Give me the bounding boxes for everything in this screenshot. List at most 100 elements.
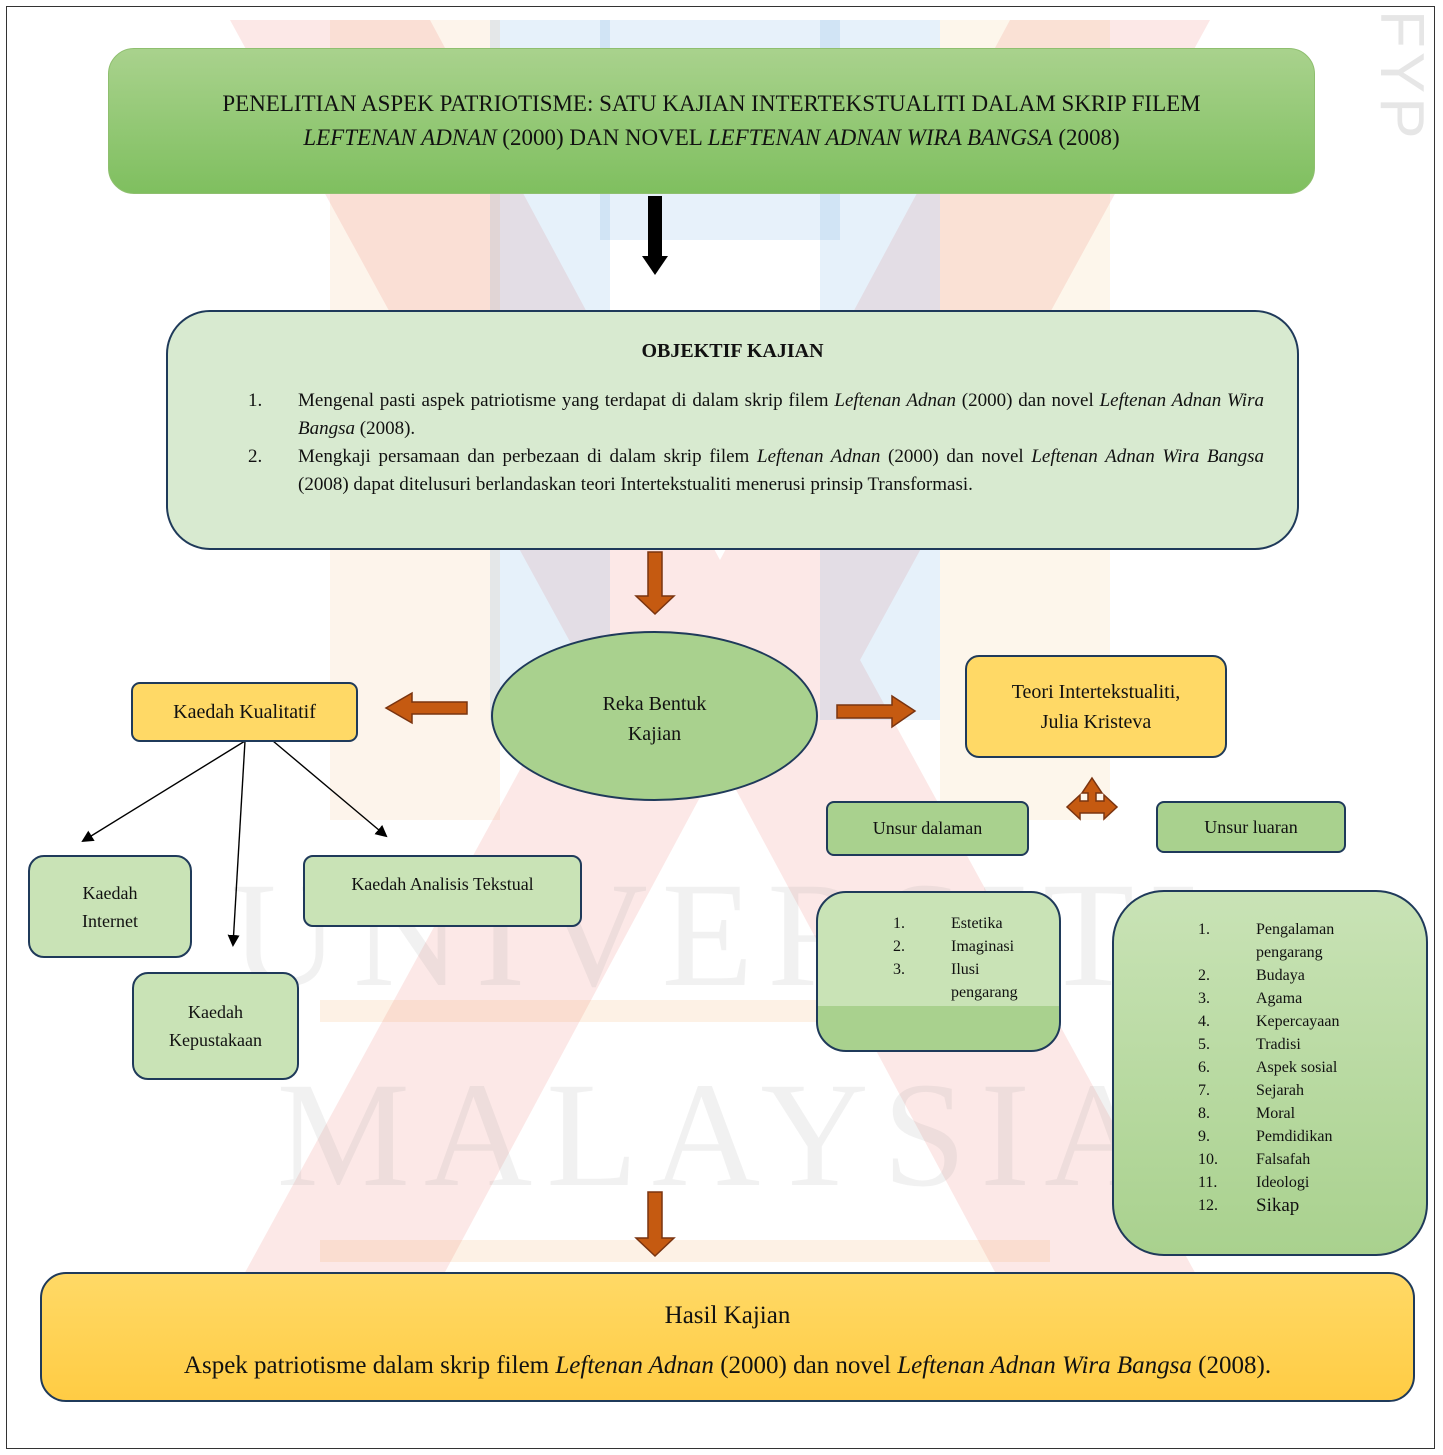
arrow-reka-to-teori — [836, 694, 917, 729]
list-item-text: Pemdidikan — [1256, 1128, 1333, 1145]
objektif-item-text: (2000) dan novel — [880, 446, 1032, 467]
arrow-to-analisis — [272, 740, 388, 838]
kaedah-kualitatif-box: Kaedah Kualitatif — [131, 682, 358, 742]
hasil-text-part: (2008). — [1191, 1352, 1272, 1379]
unsur-dalaman-box: Unsur dalaman — [826, 801, 1029, 856]
objektif-item-number: 1. — [248, 390, 263, 411]
list-item-number: 1. — [893, 915, 905, 932]
list-item-number: 2. — [893, 938, 905, 955]
list-item: 4. Kepercayaan — [1198, 1010, 1408, 1033]
list-item: 7. Sejarah — [1198, 1079, 1408, 1102]
objektif-item-text: (2008) dapat ditelusuri berlandaskan teo… — [298, 474, 973, 495]
unsur-luaran-label: Unsur luaran — [1204, 816, 1298, 837]
list-item: 11.Ideologi — [1198, 1171, 1408, 1194]
list-item: 3. Agama — [1198, 987, 1408, 1010]
diagram-frame — [6, 6, 1435, 1449]
list-item-number: 2. — [1198, 967, 1210, 984]
title-line-2: LEFTENAN ADNAN (2000) DAN NOVEL LEFTENAN… — [303, 121, 1119, 155]
objektif-item-text: Mengenal pasti aspek patriotisme yang te… — [298, 390, 835, 411]
list-item: 8. Moral — [1198, 1102, 1408, 1125]
reka-bentuk-ellipse: Reka Bentuk Kajian — [491, 631, 818, 801]
list-item: 6.Aspek sosial — [1198, 1056, 1408, 1079]
list-item-number: 10. — [1198, 1151, 1218, 1168]
title-connector: (2000) DAN NOVEL — [496, 125, 708, 150]
list-item: 5.Tradisi — [1198, 1033, 1408, 1056]
hasil-heading: Hasil Kajian — [664, 1302, 791, 1329]
unsur-luaran-list: 1.Pengalaman pengarang 2.Budaya 3.Agama … — [1198, 918, 1408, 1217]
arrow-to-hasil — [634, 1191, 676, 1258]
list-item-text: Aspek sosial — [1256, 1059, 1338, 1076]
objektif-box: OBJEKTIF KAJIAN 1. Mengenal pasti aspek p… — [166, 310, 1299, 550]
list-item-text: Sikap — [1256, 1195, 1300, 1216]
list-item-number: 4. — [1198, 1013, 1210, 1030]
list-item-number: 8. — [1198, 1105, 1210, 1122]
kaedah-kepustakaan-line-1: Kaedah — [188, 1002, 243, 1022]
list-item-number: 5. — [1198, 1036, 1210, 1053]
arrow-title-to-objektif — [642, 196, 668, 275]
arrow-to-kepustakaan — [227, 740, 246, 947]
title-film-name: LEFTENAN ADNAN — [303, 125, 497, 150]
arrow-to-internet — [81, 740, 246, 843]
list-item-text: Sejarah — [1256, 1082, 1304, 1099]
title-novel-name: LEFTENAN ADNAN WIRA BANGSA — [707, 125, 1053, 150]
list-item: 3.Ilusi pengarang — [893, 958, 1043, 1004]
list-item: 1. Estetika — [893, 912, 1043, 935]
kaedah-internet-line-2: Internet — [82, 910, 138, 931]
unsur-dalaman-list-box: 1. Estetika 2.Imaginasi 3.Ilusi pengarang — [816, 891, 1061, 1052]
arrow-three-way — [1065, 776, 1119, 821]
list-item-text: Agama — [1256, 990, 1303, 1007]
hasil-text: Aspek patriotisme dalam skrip filem Left… — [42, 1352, 1413, 1380]
objektif-item-text: (2008). — [355, 418, 416, 439]
objektif-item: 1. Mengenal pasti aspek patriotisme yang … — [248, 387, 1264, 443]
list-item-number: 3. — [1198, 990, 1210, 1007]
kaedah-internet-line-1: Kaedah — [82, 882, 138, 903]
unsur-dalaman-list: 1. Estetika 2.Imaginasi 3.Ilusi pengarang — [893, 912, 1043, 1004]
teori-line-1: Teori Intertekstualiti, — [1011, 680, 1181, 703]
list-item-text: Falsafah — [1256, 1151, 1311, 1168]
objektif-item-number: 2. — [248, 446, 263, 467]
kaedah-analisis-box: Kaedah Analisis Tekstual — [303, 855, 582, 927]
teori-line-2: Julia Kristeva — [1040, 710, 1152, 733]
list-item: 9. Pemdidikan — [1198, 1125, 1408, 1148]
hasil-kajian-box: Hasil Kajian Aspek patriotisme dalam skr… — [40, 1272, 1415, 1402]
arrow-reka-to-kualitatif — [384, 691, 468, 725]
unsur-luaran-box: Unsur luaran — [1156, 801, 1346, 853]
objektif-list: 1. Mengenal pasti aspek patriotisme yang … — [248, 387, 1264, 499]
list-item-text: Pengalaman pengarang — [1256, 921, 1335, 961]
kaedah-kepustakaan-line-2: Kepustakaan — [169, 1030, 262, 1050]
title-year: (2008) — [1052, 125, 1120, 150]
objektif-item-film: Leftenan Adnan — [834, 390, 956, 411]
list-item-number: 7. — [1198, 1082, 1210, 1099]
hasil-novel-name: Leftenan Adnan Wira Bangsa — [897, 1352, 1192, 1379]
kaedah-kepustakaan-box: Kaedah Kepustakaan — [132, 972, 299, 1080]
kaedah-internet-box: Kaedah Internet — [28, 855, 192, 958]
list-item-number: 12. — [1198, 1197, 1218, 1214]
objektif-item-text: Mengkaji persamaan dan perbezaan di dala… — [298, 446, 757, 467]
objektif-item: 2. Mengkaji persamaan dan perbezaan di da… — [248, 443, 1264, 499]
hasil-film-name: Leftenan Adnan — [555, 1352, 714, 1379]
objektif-item-text: (2000) dan novel — [955, 390, 1100, 411]
list-item: 1. Pengalaman pengarang — [1198, 918, 1408, 964]
list-item-text: Moral — [1256, 1105, 1296, 1122]
objektif-heading: OBJEKTIF KAJIAN — [641, 340, 824, 362]
reka-bentuk-line-2: Kajian — [627, 723, 682, 745]
unsur-luaran-list-box: 1.Pengalaman pengarang 2.Budaya 3.Agama … — [1112, 890, 1428, 1256]
list-item: 2. Budaya — [1198, 964, 1408, 987]
list-item-text: Kepercayaan — [1256, 1013, 1340, 1030]
list-item: 2.Imaginasi — [893, 935, 1043, 958]
list-item-text: Budaya — [1256, 967, 1305, 984]
objektif-item-film: Leftenan Adnan — [757, 446, 881, 467]
list-item: 12. Sikap — [1198, 1194, 1408, 1217]
arrow-objektif-to-reka — [634, 551, 676, 616]
list-item-text: Ilusi pengarang — [951, 961, 1018, 1001]
list-item-number: 1. — [1198, 921, 1210, 938]
kaedah-analisis-label: Kaedah Analisis Tekstual — [351, 874, 534, 894]
objektif-item-novel: Leftenan Adnan Wira Bangsa — [1031, 446, 1264, 467]
list-item-text: Ideologi — [1256, 1174, 1310, 1191]
list-item-number: 9. — [1198, 1128, 1210, 1145]
hasil-text-part: (2000) dan novel — [713, 1352, 898, 1379]
reka-bentuk-line-1: Reka Bentuk — [602, 693, 707, 715]
list-item-text: Estetika — [951, 915, 1003, 932]
title-box: PENELITIAN ASPEK PATRIOTISME: SATU KAJIA… — [108, 48, 1315, 194]
